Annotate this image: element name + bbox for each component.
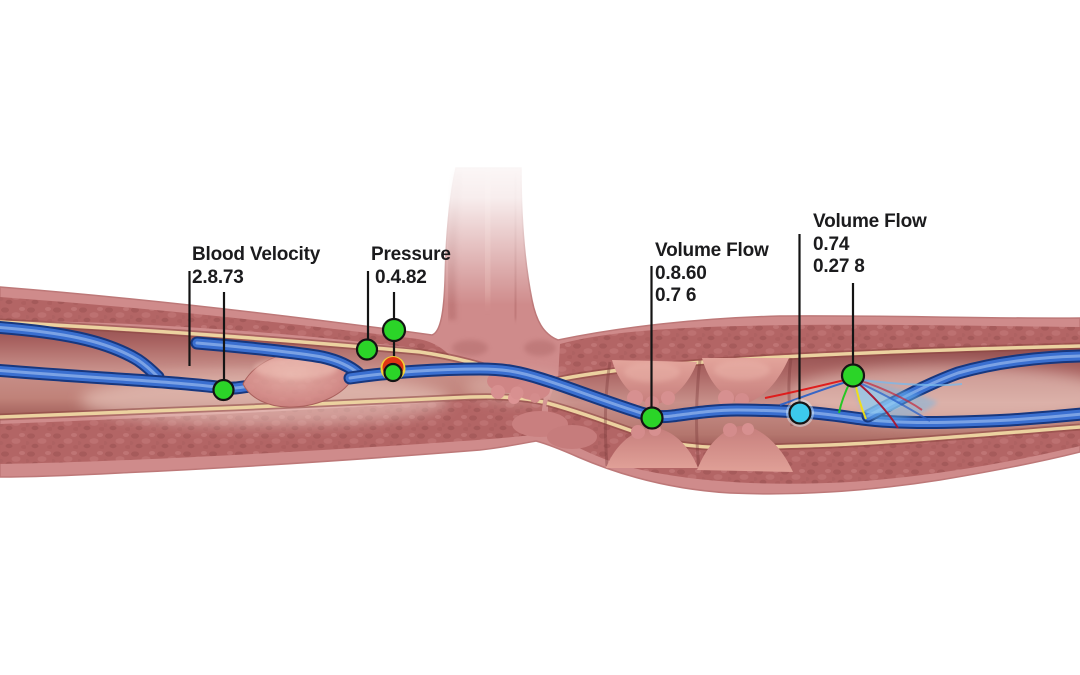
dot-volume-flow-left — [640, 406, 664, 430]
dot-pressure-ringed — [380, 356, 406, 383]
blue-tube-left-loop — [0, 320, 257, 395]
dot-volume-flow-cyan — [788, 401, 812, 425]
measurement-markers — [212, 317, 866, 430]
blue-tube-upper — [190, 336, 366, 381]
branch-vessel — [432, 138, 560, 356]
dot-blood-velocity — [212, 378, 235, 402]
dot-pressure-mid — [381, 317, 407, 343]
leader-lines — [188, 234, 855, 408]
stenosis-knobs-front — [510, 386, 540, 403]
blue-tube-main — [343, 362, 1080, 429]
dot-volume-flow-right — [840, 363, 866, 388]
dot-pressure-upper — [355, 338, 379, 361]
valve-structures — [603, 357, 794, 472]
